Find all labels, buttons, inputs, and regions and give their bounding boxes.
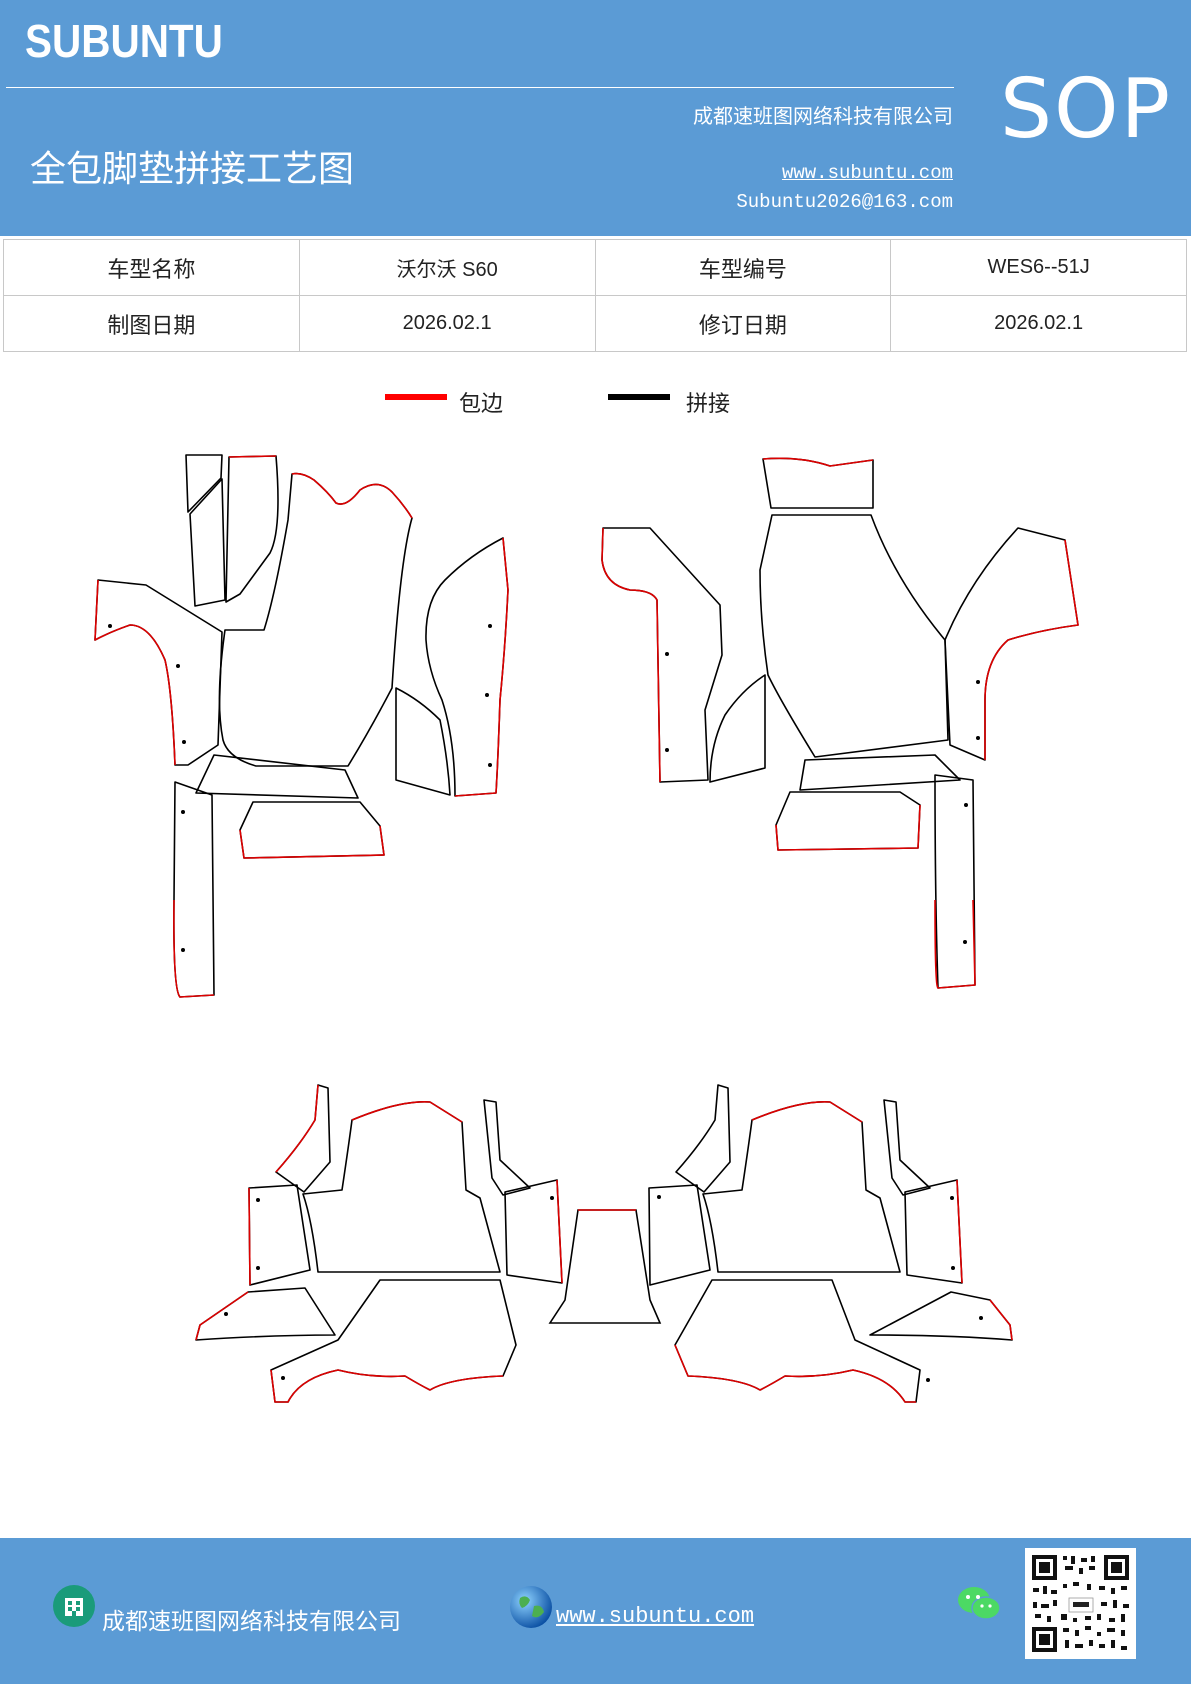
center-tunnel-piece: [548, 1209, 662, 1324]
value-revise-date: 2026.02.1: [890, 295, 1187, 352]
footer-website-link[interactable]: www.subuntu.com: [556, 1604, 755, 1629]
legend-label: 拼接: [686, 392, 731, 417]
header-email: Subuntu2026@163.com: [736, 191, 953, 213]
legend-swatch-black: [608, 394, 670, 400]
label-model-name: 车型名称: [3, 239, 300, 296]
brand-logo: SUBUNTU: [25, 15, 223, 67]
table-row: 车型名称 沃尔沃 S60 车型编号 WES6--51J: [3, 239, 1187, 296]
globe-icon: [510, 1586, 552, 1628]
value-draw-date: 2026.02.1: [298, 295, 596, 352]
value-model-name: 沃尔沃 S60: [298, 239, 596, 296]
label-draw-date: 制图日期: [3, 295, 300, 352]
legend-label: 包边: [459, 392, 504, 417]
footer-company: 成都速班图网络科技有限公司: [102, 1609, 401, 1635]
rear-right-set: [648, 1084, 1013, 1403]
building-icon: [53, 1585, 95, 1627]
header-website-link[interactable]: www.subuntu.com: [781, 162, 953, 184]
value-model-code: WES6--51J: [890, 239, 1187, 296]
wechat-icon[interactable]: [956, 1584, 1002, 1624]
front-left-set: [94, 454, 509, 998]
qr-code: [1025, 1548, 1136, 1659]
legend-swatch-red: [385, 394, 447, 400]
page-title: 全包脚垫拼接工艺图: [30, 149, 355, 190]
header-company: 成都速班图网络科技有限公司: [693, 104, 953, 128]
sop-label: SOP: [1000, 62, 1173, 157]
header-banner: SUBUNTU 成都速班图网络科技有限公司 全包脚垫拼接工艺图 www.subu…: [0, 0, 1191, 236]
front-right-set: [601, 457, 1079, 989]
table-row: 制图日期 2026.02.1 修订日期 2026.02.1: [3, 295, 1187, 352]
label-model-code: 车型编号: [594, 239, 892, 296]
footer-banner: 成都速班图网络科技有限公司 www.subuntu.com: [0, 1538, 1191, 1684]
rear-left-set: [195, 1084, 563, 1403]
header-divider: [6, 87, 954, 88]
label-revise-date: 修订日期: [594, 295, 892, 352]
placement-dots: [108, 624, 983, 1382]
info-table: 车型名称 沃尔沃 S60 车型编号 WES6--51J 制图日期 2026.02…: [3, 239, 1187, 352]
